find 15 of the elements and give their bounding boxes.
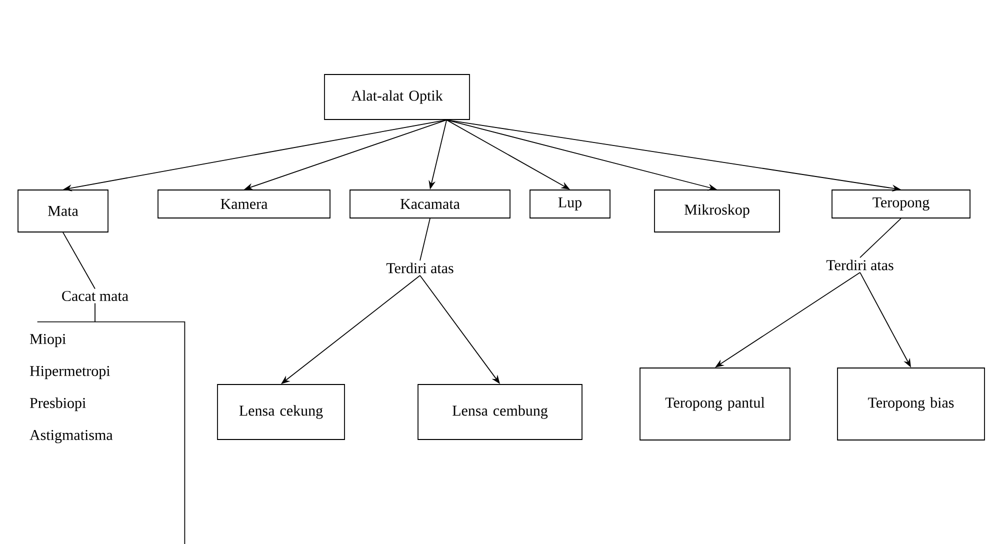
bare-text: Terdiri atas [824,258,896,272]
process-box: Lensa cekung [217,384,345,440]
process-box: Teropong bias [837,368,985,440]
bare-text: Terdiri atas [384,260,456,276]
process-box: Kamera [158,190,330,218]
process-box: Mata [18,190,108,232]
process-box: Alat-alat Optik [324,74,470,120]
process-box: Kacamata [350,190,510,218]
process-box: Teropong [832,190,970,218]
process-box: Mikroskop [654,190,780,232]
bare-text: Cacat mata [59,288,131,304]
process-box: Teropong pantul [640,368,790,440]
list-box: Miopi Hipermetropi Presbiopi Astigmatisma [30,321,186,544]
process-box: Lup [530,190,610,218]
process-box: Lensa cembung [418,384,582,440]
